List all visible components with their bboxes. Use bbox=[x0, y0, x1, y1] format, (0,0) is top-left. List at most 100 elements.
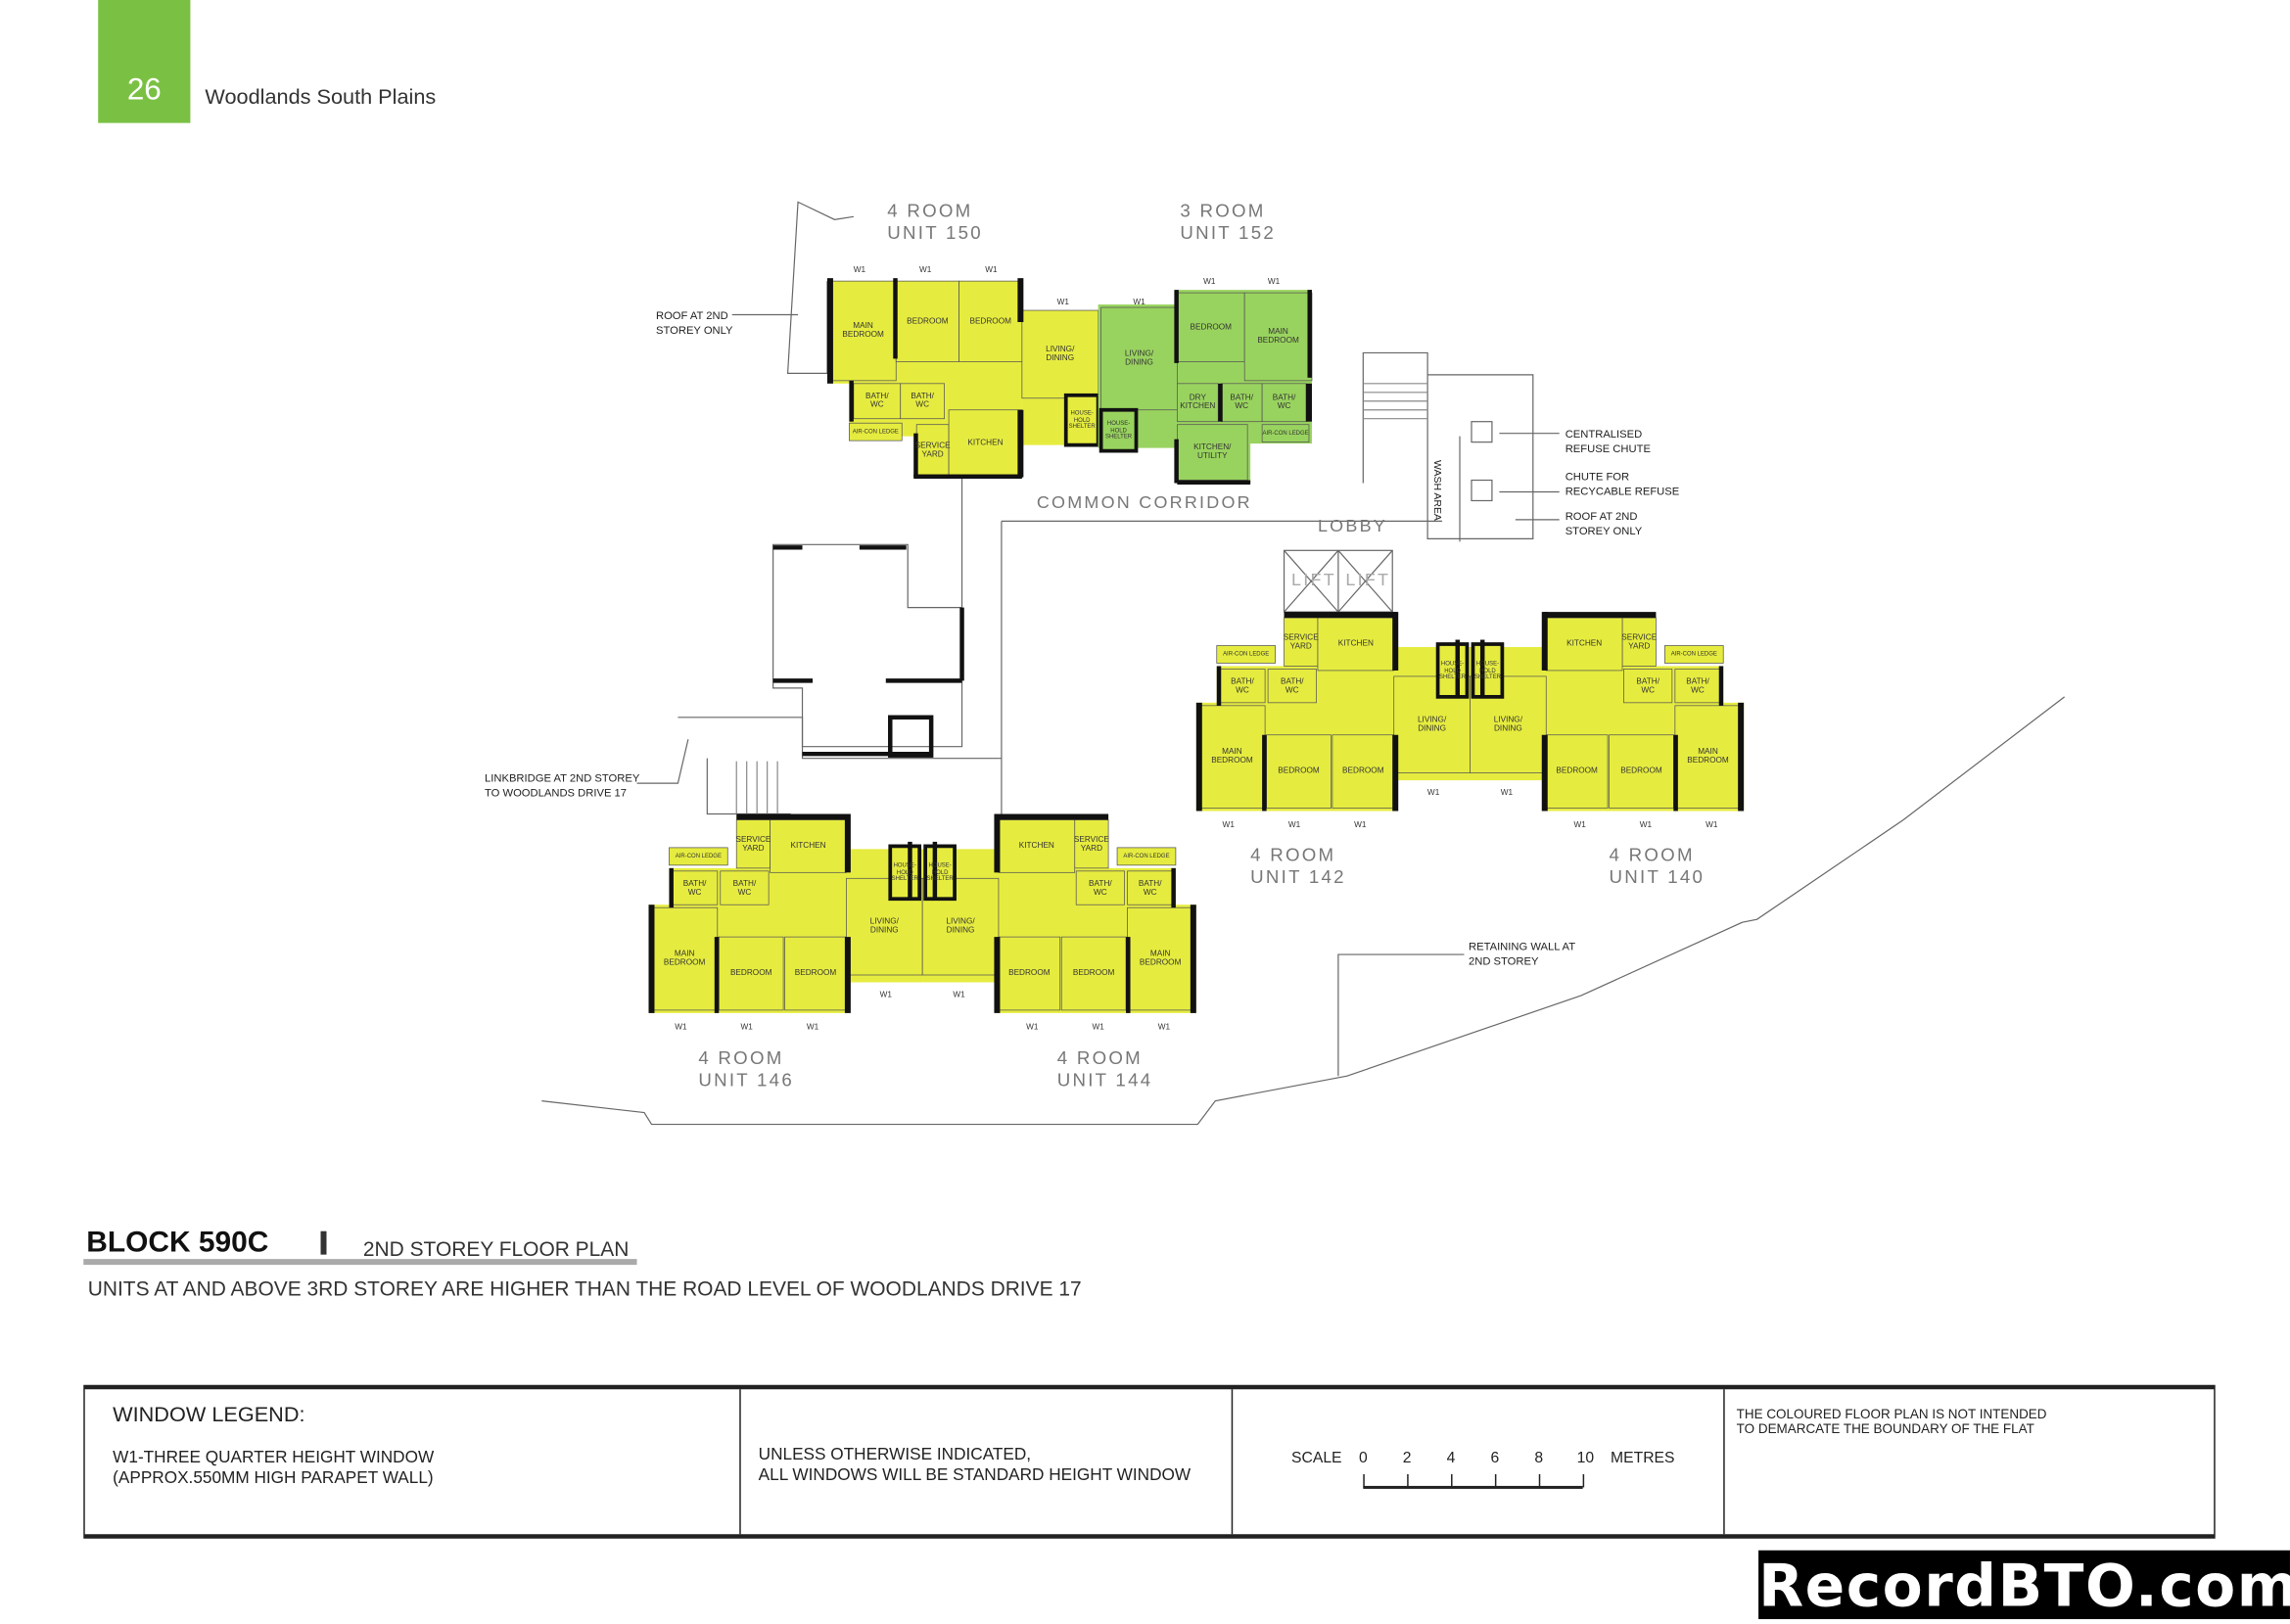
window-w1-label: W1 bbox=[1222, 820, 1235, 830]
room-label: BATH/ WC bbox=[732, 879, 757, 897]
room bbox=[1623, 669, 1673, 704]
room-label: AIR-CON LEDGE bbox=[1262, 428, 1309, 437]
wall bbox=[714, 937, 720, 1013]
room bbox=[900, 383, 945, 420]
block-note: UNITS AT AND ABOVE 3RD STOREY ARE HIGHER… bbox=[87, 1276, 1082, 1301]
plan-linework bbox=[541, 201, 2066, 1126]
common-corridor-label: COMMON CORRIDOR bbox=[1036, 491, 1252, 513]
scale-tick bbox=[1538, 1473, 1541, 1488]
window-w1-label: W1 bbox=[953, 991, 965, 1000]
scale-tick bbox=[1451, 1473, 1453, 1488]
room-label: DRY KITCHEN bbox=[1180, 394, 1216, 412]
room bbox=[1243, 292, 1313, 382]
household-shelter bbox=[1098, 407, 1139, 453]
unit-label: 4 ROOM UNIT 150 bbox=[887, 200, 983, 244]
room-label: BATH/ WC bbox=[682, 879, 707, 897]
room-label: BATH/ WC bbox=[1636, 676, 1659, 695]
room-label: MAIN BEDROOM bbox=[842, 322, 884, 340]
room bbox=[1664, 645, 1724, 664]
room bbox=[1284, 617, 1319, 667]
window-w1-label: W1 bbox=[1092, 1023, 1104, 1033]
wall bbox=[1126, 937, 1131, 1013]
wall bbox=[844, 813, 851, 873]
wall bbox=[913, 433, 918, 478]
window-w1-label: W1 bbox=[1026, 1023, 1039, 1033]
room-label: KITCHEN/ UTILITY bbox=[1193, 443, 1232, 462]
room-label: AIR-CON LEDGE bbox=[1223, 649, 1270, 658]
room bbox=[669, 847, 728, 866]
room bbox=[1261, 424, 1310, 443]
roof-note-left: ROOF AT 2ND STOREY ONLY bbox=[655, 308, 733, 337]
room bbox=[1075, 870, 1125, 905]
room bbox=[829, 280, 897, 382]
unit-label: 4 ROOM UNIT 146 bbox=[698, 1047, 794, 1091]
room bbox=[1074, 819, 1109, 869]
wall bbox=[1262, 734, 1267, 812]
room-label: BEDROOM bbox=[907, 316, 949, 326]
unit-unit-146 bbox=[648, 813, 923, 1013]
room-label: BEDROOM bbox=[1278, 766, 1320, 776]
wall bbox=[1541, 734, 1548, 812]
scale-tick bbox=[1494, 1473, 1497, 1488]
watermark-logo: RecordBTO.com bbox=[1758, 1550, 2290, 1621]
room-label: MAIN BEDROOM bbox=[1257, 327, 1299, 346]
scale-label: SCALE bbox=[1291, 1449, 1342, 1467]
room bbox=[1621, 617, 1657, 667]
legend-standard-text: UNLESS OTHERWISE INDICATED, ALL WINDOWS … bbox=[758, 1446, 1192, 1485]
room bbox=[1545, 734, 1609, 809]
room-label: SERVICE YARD bbox=[914, 441, 951, 460]
window-w1-label: W1 bbox=[1573, 820, 1586, 830]
room bbox=[1127, 870, 1174, 905]
window-w1-label: W1 bbox=[806, 1023, 819, 1033]
room bbox=[948, 409, 1023, 478]
window-w1-label: W1 bbox=[918, 266, 932, 276]
page-number: 26 bbox=[126, 72, 162, 108]
room-label: MAIN BEDROOM bbox=[1687, 748, 1729, 766]
wall bbox=[1174, 439, 1179, 484]
room-label: BATH/ WC bbox=[1138, 879, 1162, 897]
room bbox=[1332, 734, 1395, 809]
window-w1-label: W1 bbox=[1639, 820, 1653, 830]
wall bbox=[1305, 383, 1312, 422]
room bbox=[1674, 669, 1721, 704]
wall bbox=[1718, 666, 1724, 706]
roof-note-right: ROOF AT 2ND STOREY ONLY bbox=[1565, 509, 1643, 537]
room-label: BEDROOM bbox=[1190, 322, 1233, 332]
wall bbox=[1738, 702, 1745, 812]
wall bbox=[1177, 480, 1251, 486]
plan-subtitle: 2ND STOREY FLOOR PLAN bbox=[362, 1236, 630, 1261]
unit-unit-144 bbox=[921, 813, 1196, 1013]
unit-fills bbox=[648, 278, 1745, 1013]
wall bbox=[994, 813, 1001, 873]
room-label: HOUSE- HOLD SHELTER bbox=[1438, 659, 1467, 680]
room-label: BEDROOM bbox=[1342, 766, 1384, 776]
title-separator bbox=[320, 1230, 327, 1255]
scale-tick-label: 4 bbox=[1446, 1449, 1456, 1467]
scale-tick bbox=[1407, 1473, 1409, 1488]
wall bbox=[994, 937, 1001, 1013]
wall bbox=[1195, 702, 1202, 812]
window-w1-label: W1 bbox=[1706, 820, 1718, 830]
page-number-badge: 26 bbox=[98, 0, 191, 123]
window-w1-label: W1 bbox=[1267, 278, 1281, 288]
room bbox=[1609, 734, 1674, 809]
room-label: KITCHEN bbox=[1566, 639, 1603, 649]
wall bbox=[1479, 639, 1485, 699]
room-label: MAIN BEDROOM bbox=[1139, 950, 1182, 968]
legend-cell-window: WINDOW LEGEND: W1-THREE QUARTER HEIGHT W… bbox=[85, 1389, 741, 1535]
room-label: BATH/ WC bbox=[1230, 394, 1253, 412]
room-label: LIVING/ DINING bbox=[1417, 716, 1447, 734]
room-label: HOUSE- HOLD SHELTER bbox=[891, 860, 918, 882]
scale-tick-label: 0 bbox=[1358, 1449, 1368, 1467]
wall bbox=[908, 841, 912, 901]
wall bbox=[1392, 734, 1399, 812]
wall bbox=[826, 278, 833, 384]
room-label: BEDROOM bbox=[1620, 766, 1662, 776]
block-title: BLOCK 590C bbox=[86, 1227, 269, 1260]
room-label: AIR-CON LEDGE bbox=[1123, 852, 1170, 859]
wash-area-label: WASH AREA bbox=[1431, 460, 1442, 521]
wall bbox=[1307, 290, 1312, 378]
room bbox=[1127, 906, 1194, 1011]
